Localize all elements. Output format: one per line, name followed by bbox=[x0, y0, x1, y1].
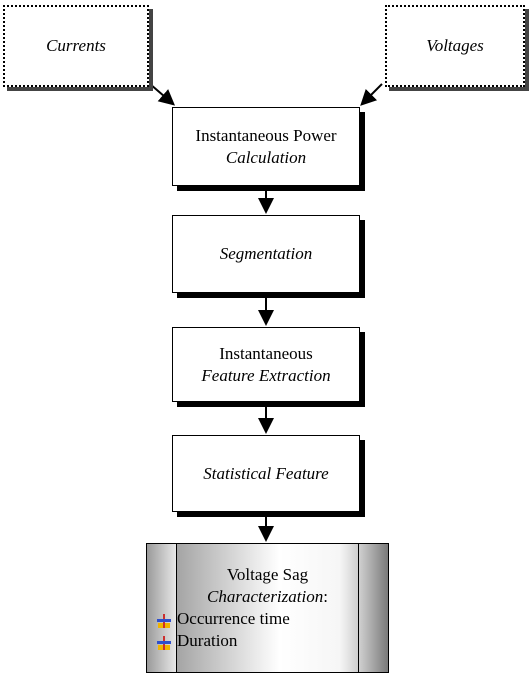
output-item-label: Duration bbox=[177, 631, 238, 650]
arrow-voltages-to-power bbox=[360, 83, 383, 106]
power-line2: Calculation bbox=[225, 147, 307, 167]
power-line1: Instantaneous Power bbox=[195, 125, 337, 145]
statistical-label: Statistical Feature bbox=[203, 463, 329, 483]
feature-line1: Instantaneous bbox=[219, 343, 313, 363]
left-bevel bbox=[147, 544, 177, 672]
currents-input-box: Currents bbox=[3, 5, 149, 87]
output-item: Occurrence time bbox=[157, 608, 388, 630]
right-bevel bbox=[358, 544, 388, 672]
segmentation-label: Segmentation bbox=[219, 244, 313, 263]
output-content: Voltage Sag Characterization: Occurrence… bbox=[147, 564, 388, 652]
currents-label: Currents bbox=[46, 36, 106, 55]
layout-bullet-icon bbox=[157, 634, 171, 650]
voltages-input-box: Voltages bbox=[385, 5, 525, 87]
output-item-label: Occurrence time bbox=[177, 609, 290, 628]
statistical-feature-box: Statistical Feature bbox=[172, 435, 360, 512]
feature-extraction-box: Instantaneous Feature Extraction bbox=[172, 327, 360, 402]
voltages-label: Voltages bbox=[426, 36, 484, 55]
voltage-sag-output-box: Voltage Sag Characterization: Occurrence… bbox=[146, 543, 389, 673]
power-calculation-box: Instantaneous Power Calculation bbox=[172, 107, 360, 186]
feature-line2: Feature Extraction bbox=[201, 365, 331, 385]
arrow-currents-to-power bbox=[149, 83, 176, 106]
output-subtitle-suffix: : bbox=[323, 587, 328, 606]
layout-bullet-icon bbox=[157, 612, 171, 628]
output-title: Voltage Sag bbox=[226, 565, 309, 584]
segmentation-box: Segmentation bbox=[172, 215, 360, 293]
output-subtitle: Characterization bbox=[207, 587, 324, 606]
output-subtitle-row: Characterization: bbox=[147, 586, 388, 608]
output-item: Duration bbox=[157, 630, 388, 652]
